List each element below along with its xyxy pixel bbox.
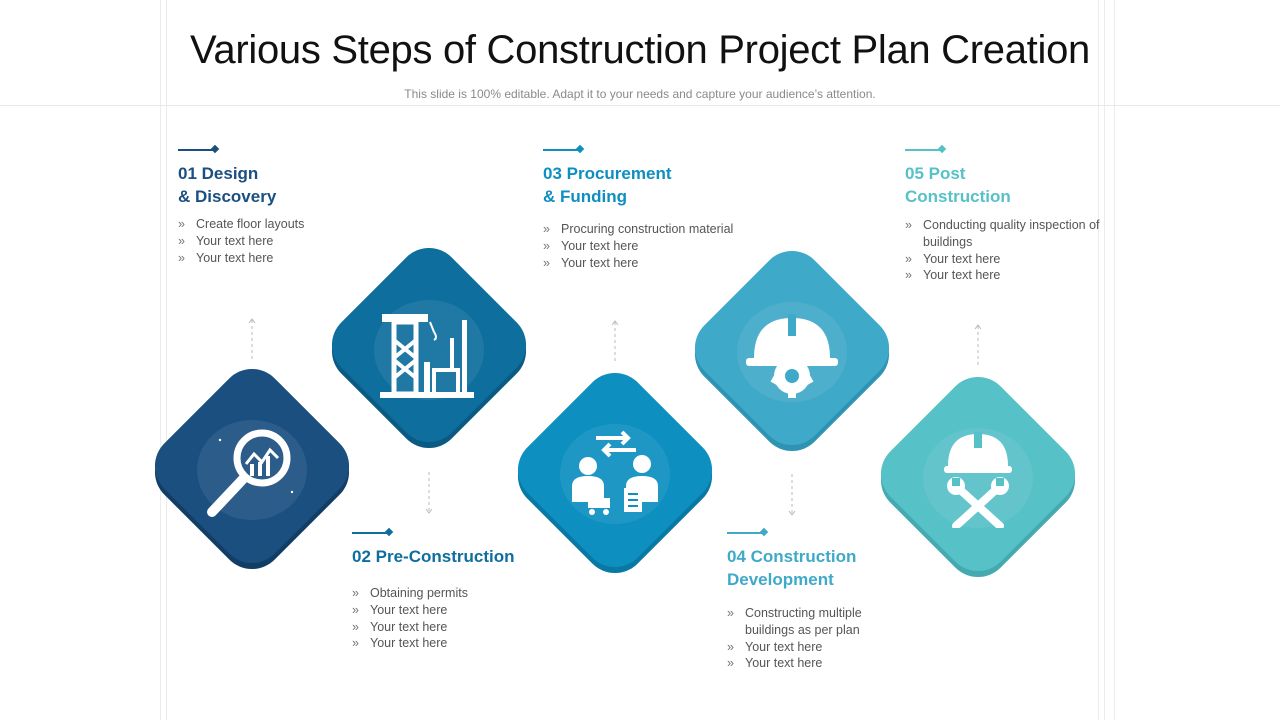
step-title-line: 03 Procurement (543, 164, 672, 183)
step-5-bullets: Conducting quality inspection of buildin… (905, 217, 1110, 284)
step-title-line: & Discovery (178, 187, 277, 206)
guide-line (160, 0, 161, 720)
people-exchange-icon (572, 430, 658, 515)
bullet-item: Your text here (352, 619, 552, 636)
step-2-block: 02 Pre-Construction Obtaining permits Yo… (352, 527, 552, 652)
step-1-bullets: Create floor layouts Your text here Your… (178, 216, 348, 266)
step-marker (178, 144, 220, 154)
connector-arrow-up-5 (974, 324, 982, 366)
guide-line (1114, 0, 1115, 720)
step-2-bullets: Obtaining permits Your text here Your te… (352, 585, 552, 652)
step-title-line: 02 Pre-Construction (352, 547, 515, 566)
step-3-title: 03 Procurement & Funding (543, 162, 753, 208)
step-3-block: 03 Procurement & Funding Procuring const… (543, 144, 753, 271)
slide-title: Various Steps of Construction Project Pl… (190, 28, 1090, 72)
magnifier-chart-icon (207, 429, 294, 517)
step-4-title: 04 Construction Development (727, 545, 887, 591)
step-3-bullets: Procuring construction material Your tex… (543, 221, 753, 271)
guide-line (166, 0, 167, 720)
helmet-tools-icon (944, 432, 1012, 528)
bullet-item: Your text here (727, 655, 887, 672)
step-4-block: 04 Construction Development Constructing… (727, 527, 887, 672)
step-marker (543, 144, 585, 154)
bullet-item: Your text here (543, 238, 753, 255)
step-1-title: 01 Design & Discovery (178, 162, 348, 208)
bullet-item: Constructing multiple buildings as per p… (727, 605, 887, 639)
bullet-item: Your text here (178, 250, 348, 267)
bullet-item: Create floor layouts (178, 216, 348, 233)
bullet-item: Conducting quality inspection of buildin… (905, 217, 1110, 251)
bullet-item: Your text here (543, 255, 753, 272)
bullet-item: Your text here (178, 233, 348, 250)
bullet-item: Your text here (905, 267, 1110, 284)
connector-arrow-down-2 (425, 472, 433, 514)
step-title-line: & Funding (543, 187, 628, 206)
helmet-gear-icon (746, 314, 838, 398)
header-divider (0, 105, 1280, 106)
step-marker (727, 527, 769, 537)
bullet-item: Procuring construction material (543, 221, 753, 238)
step-4-bullets: Constructing multiple buildings as per p… (727, 605, 887, 672)
step-marker (905, 144, 947, 154)
bullet-item: Your text here (905, 251, 1110, 268)
connector-arrow-up-3 (611, 320, 619, 362)
connector-arrow-up-1 (248, 318, 256, 360)
step-title-line: 01 Design (178, 164, 259, 183)
connector-arrow-down-4 (788, 474, 796, 516)
guide-line (1098, 0, 1099, 720)
step-2-title: 02 Pre-Construction (352, 545, 552, 568)
step-marker (352, 527, 394, 537)
step-5-block: 05 Post Construction Conducting quality … (905, 144, 1110, 284)
step-5-title: 05 Post Construction (905, 162, 1110, 208)
guide-line (1104, 0, 1105, 720)
bullet-item: Obtaining permits (352, 585, 552, 602)
icon-backdrop (560, 424, 670, 524)
step-title-line: 04 Construction (727, 547, 857, 566)
step-title-line: 05 Post (905, 164, 966, 183)
step-title-line: Development (727, 570, 834, 589)
slide-subtitle: This slide is 100% editable. Adapt it to… (404, 87, 876, 101)
bullet-item: Your text here (727, 639, 887, 656)
crane-building-icon (380, 314, 474, 398)
step-title-line: Construction (905, 187, 1011, 206)
bullet-item: Your text here (352, 635, 552, 652)
step-1-block: 01 Design & Discovery Create floor layou… (178, 144, 348, 266)
bullet-item: Your text here (352, 602, 552, 619)
